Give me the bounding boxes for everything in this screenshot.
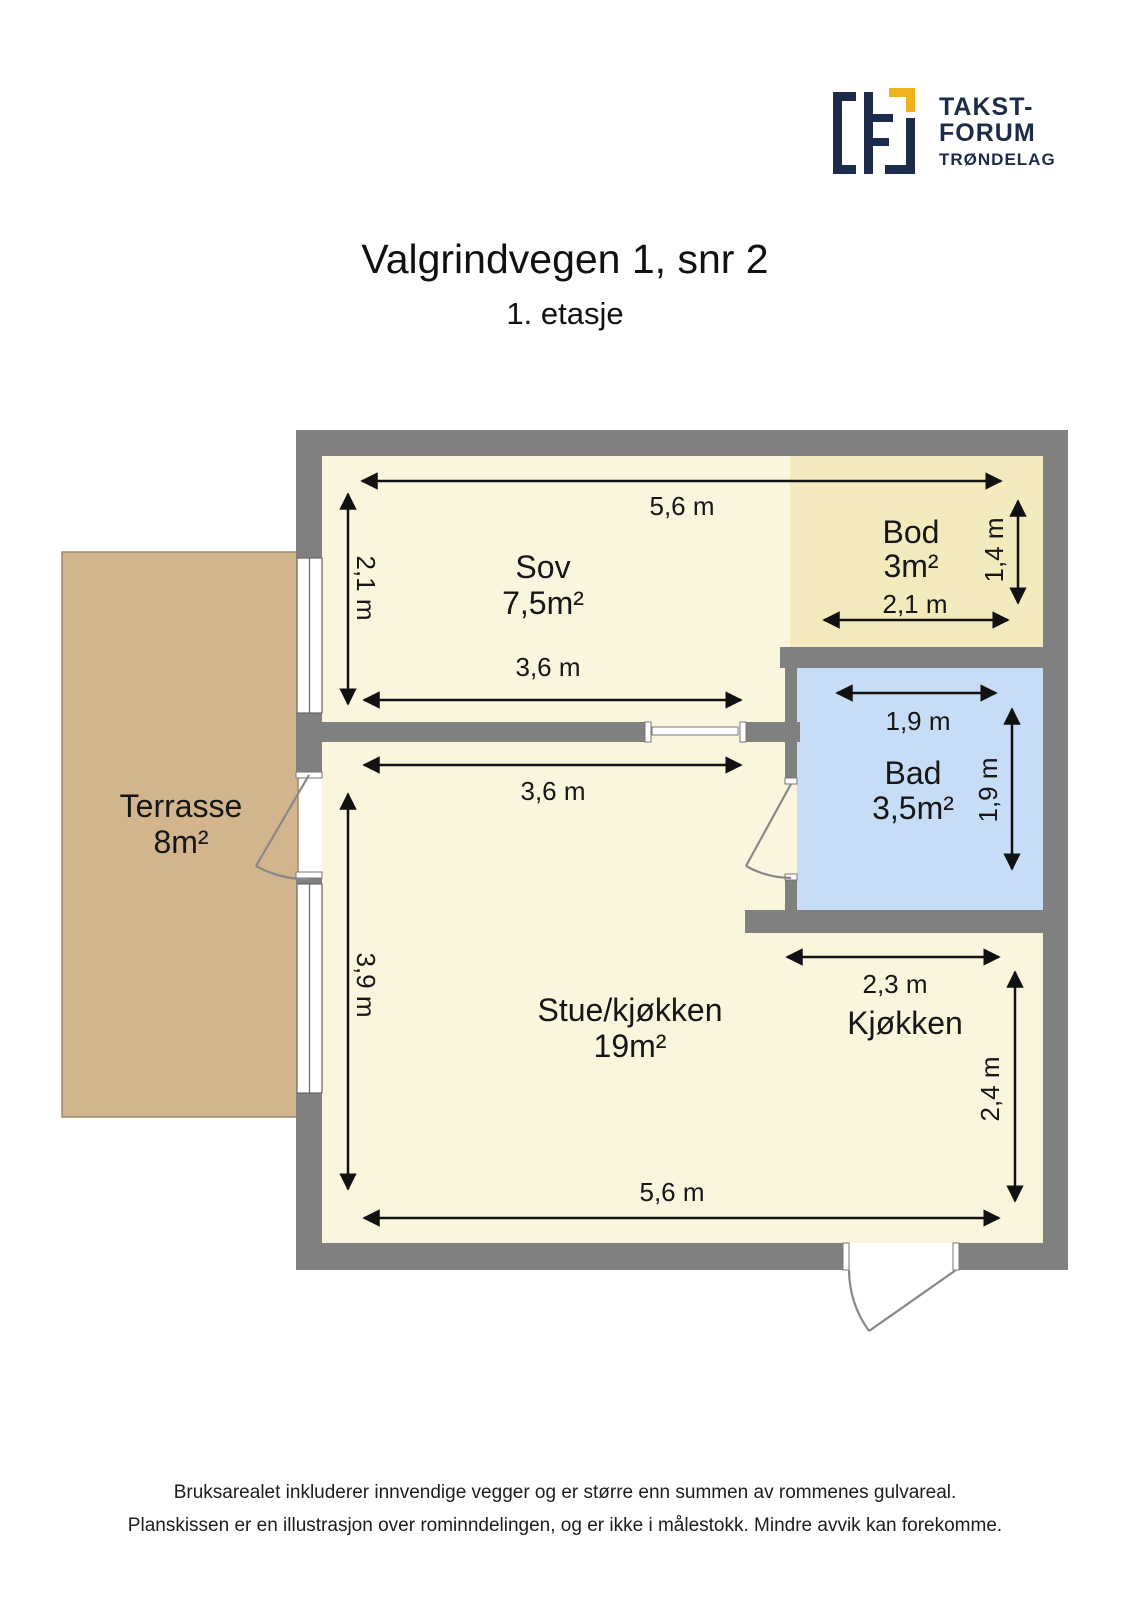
- sliding-door-cap: [739, 721, 747, 743]
- windows: [296, 557, 323, 1094]
- page-title: Valgrindvegen 1, snr 2: [361, 236, 769, 282]
- footer-disclaimer-line1: Bruksarealet inkluderer innvendige vegge…: [173, 1482, 957, 1503]
- sliding-door-panel: [651, 726, 739, 736]
- terrasse-door-post: [295, 871, 323, 879]
- wall-segment: [296, 1093, 322, 1270]
- terrasse-deck: [61, 551, 299, 1118]
- wall-segment: [296, 430, 322, 558]
- room-label-kjokken: Kjøkken: [847, 1005, 963, 1041]
- dim-bod-depth: 1,4 m: [979, 517, 1009, 583]
- dim-bad-width: 1,9 m: [885, 706, 951, 736]
- dim-kjokken-width: 2,3 m: [862, 969, 928, 999]
- entry-door: [847, 1269, 957, 1332]
- takstforum-logo-icon: [833, 88, 915, 174]
- logo-gold-corner: [889, 88, 915, 112]
- logo-line1: TAKST-: [939, 93, 1034, 121]
- footer-disclaimer-line2: Planskissen er en illustrasjon over romi…: [127, 1515, 1003, 1536]
- entry-door-post: [842, 1242, 850, 1271]
- wall-segment: [959, 1243, 1068, 1270]
- bad-floor: [797, 668, 1043, 910]
- room-area-bad: 3,5m²: [872, 790, 954, 826]
- logo-line3: TRØNDELAG: [939, 150, 1056, 169]
- room-label-terrasse: Terrasse: [119, 788, 243, 824]
- wall-segment: [745, 910, 1043, 933]
- walls: [296, 430, 1068, 1270]
- entry-door-post: [952, 1242, 960, 1271]
- wall-segment: [780, 647, 1043, 668]
- dim-bod-width: 2,1 m: [882, 589, 948, 619]
- dim-stue-width: 5,6 m: [639, 1177, 705, 1207]
- wall-segment: [785, 880, 797, 910]
- dim-bad-depth: 1,9 m: [973, 757, 1003, 823]
- bad-door-post: [784, 777, 798, 785]
- wall-segment: [296, 713, 322, 772]
- room-area-stue: 19m²: [593, 1028, 667, 1064]
- room-area-terrasse: 8m²: [153, 824, 209, 860]
- logo-text: TAKST- FORUM TRØNDELAG: [939, 88, 1056, 168]
- dim-stue-depth: 3,9 m: [351, 952, 381, 1018]
- logo-navy-shapes: [833, 92, 915, 174]
- room-label-bad: Bad: [884, 755, 942, 791]
- dim-sov-inner-width: 3,6 m: [515, 652, 581, 682]
- dim-kjokken-depth: 2,4 m: [975, 1056, 1005, 1122]
- wall-segment: [296, 878, 322, 884]
- room-label-stue: Stue/kjøkken: [537, 992, 723, 1028]
- dim-sov-width: 5,6 m: [649, 491, 715, 521]
- bad-door: [745, 783, 792, 880]
- sliding-door-cap: [644, 721, 652, 743]
- room-label-bod: Bod: [882, 514, 940, 550]
- dim-sov-depth: 2,1 m: [351, 555, 381, 621]
- dimension-arrows: [339, 472, 1027, 1227]
- room-area-bod: 3m²: [883, 548, 939, 584]
- logo-line2: FORUM: [939, 119, 1036, 147]
- wall-segment: [785, 668, 797, 778]
- dim-stue-inner-width: 3,6 m: [520, 776, 586, 806]
- wall-segment: [322, 722, 645, 742]
- doors: [255, 774, 957, 1332]
- room-area-sov: 7,5m²: [502, 585, 584, 621]
- room-label-sov: Sov: [515, 549, 571, 585]
- logo: TAKST- FORUM TRØNDELAG: [833, 88, 1056, 178]
- wall-segment: [1043, 430, 1068, 1270]
- wall-segment: [296, 430, 1068, 456]
- page-subtitle: 1. etasje: [506, 296, 624, 331]
- terrasse-door: [255, 774, 310, 881]
- wall-segment: [296, 1243, 843, 1270]
